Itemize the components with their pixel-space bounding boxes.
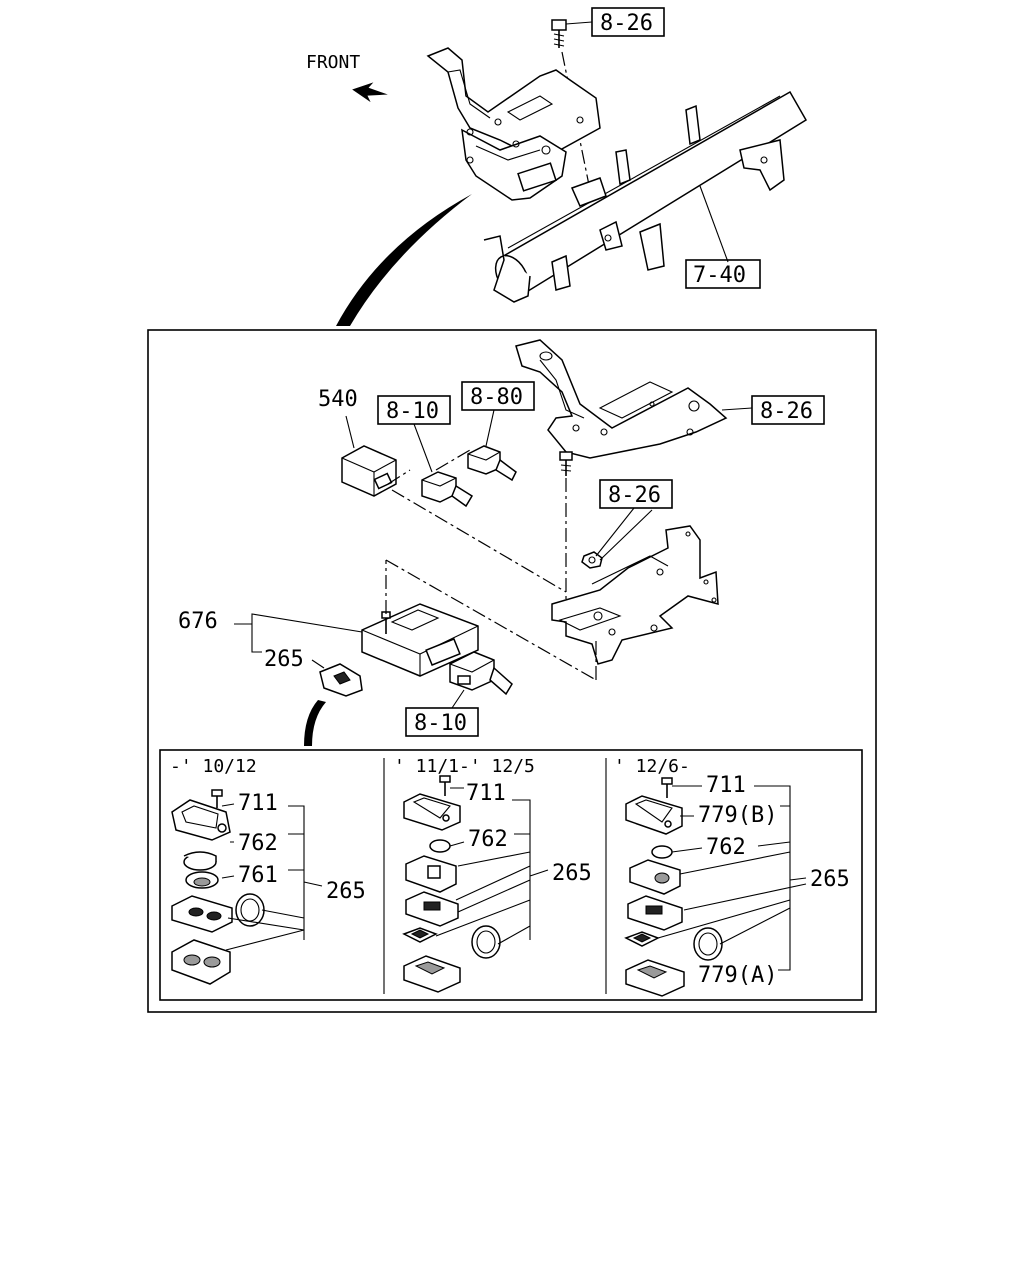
v2-base [403,955,461,993]
v3-label-762: 762 [706,835,746,860]
ref-box-conn-b: 8-80 [461,381,535,411]
part-265-label: 265 [264,647,304,672]
v2-battery [429,839,451,853]
ref-conn-a-label: 8-10 [386,399,439,424]
variant-2-period: ' 11/1-' 12/5 [394,756,535,777]
v3-cover [625,795,683,835]
variant-1-period: -' 10/12 [170,756,257,777]
screw-icon [439,775,451,796]
v2-upper-case [405,855,457,893]
part-540-label: 540 [318,387,358,412]
connector-8-80 [467,445,517,482]
ref-box-conn-a: 8-10 [377,395,451,425]
ref-bracket-label: 8-26 [760,399,813,424]
v3-label-779a: 779(A) [698,963,777,988]
v3-label-711: 711 [706,773,746,798]
v3-mid-case [627,895,683,931]
v3-label-265: 265 [810,867,850,892]
part-676-label: 676 [178,609,218,634]
v1-part-761 [185,871,219,889]
v1-mid-case [171,895,233,933]
v1-label-762: 762 [238,831,278,856]
v2-oring [471,925,501,959]
detail-frame [147,329,877,1013]
ref-box-bracket: 8-26 [751,395,825,425]
bolt-icon [551,19,567,48]
v2-label-762: 762 [468,827,508,852]
variant-3: ' 12/6- [614,756,850,997]
front-arrow-icon [352,82,388,103]
detail-pointer [336,194,472,326]
v2-label-265: 265 [552,861,592,886]
v2-label-711: 711 [466,781,506,806]
ref-box-bolt: 8-26 [591,7,665,37]
variant-3-period: ' 12/6- [614,756,690,777]
detail-box: 8-26 [147,329,877,1013]
v3-battery [651,845,673,859]
v3-label-779b: 779(B) [698,803,777,828]
upper-bracket [426,47,601,201]
ref-box-crossmember: 7-40 [685,259,761,289]
nut-icon [581,551,603,569]
bracket-bolt-icon [559,451,573,476]
v2-cover [403,793,461,831]
v3-upper-case [629,859,681,895]
ref-conn-c-label: 8-10 [414,711,467,736]
ref-conn-b-label: 8-80 [470,385,523,410]
cross-member [483,90,808,303]
variant-pointer [304,700,326,746]
ref-box-conn-c: 8-10 [405,707,479,737]
ref-bolt-label: 8-26 [600,11,653,36]
v1-label-711: 711 [238,791,278,816]
relay-540 [341,445,397,497]
ref-box-nut: 8-26 [599,479,673,509]
connector-8-10-upper [421,471,474,508]
v3-board [624,931,660,947]
v1-battery [183,851,217,871]
variant-2: ' 11/1-' 12/5 [394,756,592,993]
connector-8-10-lower [449,651,513,696]
lower-bracket [551,525,719,665]
v3-base [625,959,685,997]
ref-nut-label: 8-26 [608,483,661,508]
v1-base [171,939,231,985]
v1-label-761: 761 [238,863,278,888]
v3-oring [693,927,723,961]
key-fob-icon [319,663,363,697]
screw-icon [211,789,223,808]
v2-board [402,927,438,943]
v1-label-265: 265 [326,879,366,904]
v2-mid-case [405,891,459,927]
front-label: FRONT [306,52,360,73]
variant-1: -' 10/12 [170,756,366,985]
ref-crossmember-label: 7-40 [693,263,746,288]
module-676 [361,603,479,677]
v1-cover [171,799,231,841]
mounting-bracket [515,339,728,459]
screw-icon [661,777,673,798]
top-assembly: FRONT 8-26 [306,7,808,326]
variants-box: -' 10/12 [159,749,863,1001]
